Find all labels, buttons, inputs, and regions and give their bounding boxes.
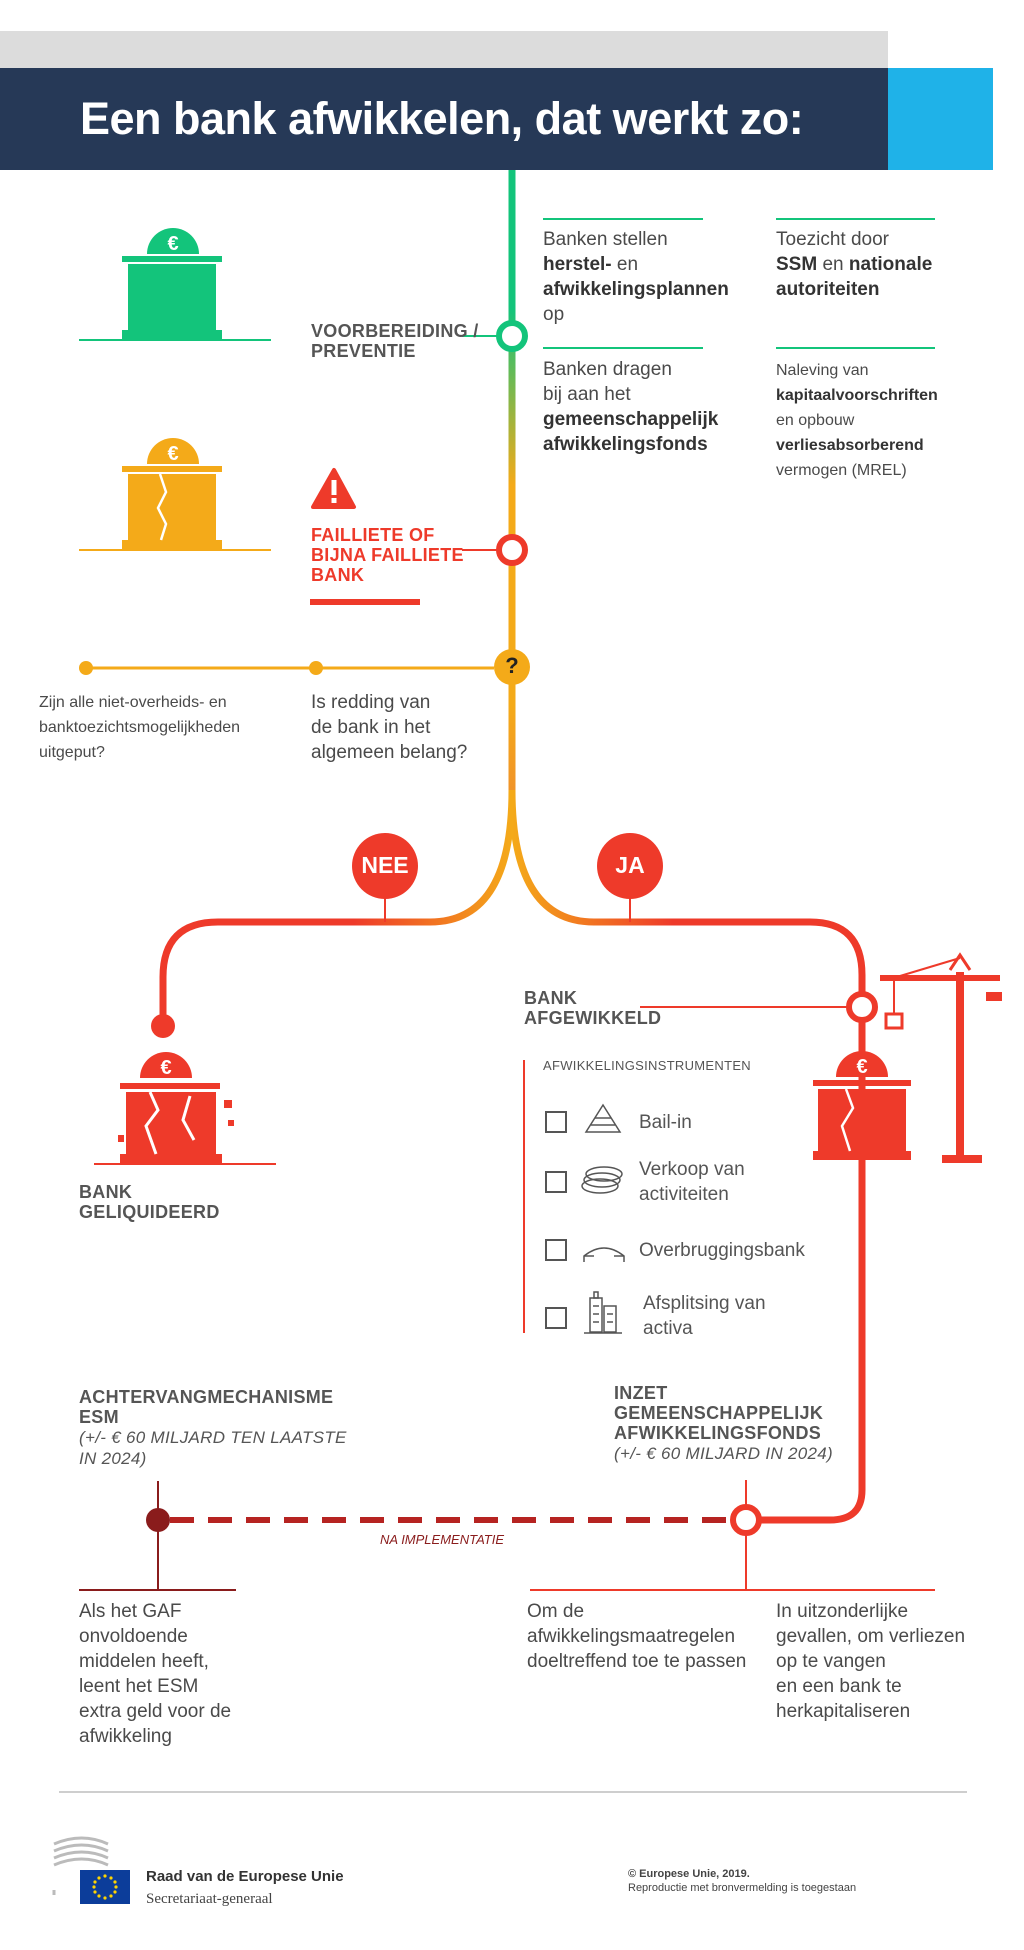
- instruments-heading: AFWIKKELINGSINSTRUMENTEN: [543, 1058, 751, 1073]
- preventie-node: [496, 320, 528, 352]
- capital-requirements-text: Naleving van kapitaalvoorschriften en op…: [776, 362, 938, 479]
- question-node: [494, 649, 530, 685]
- warning-icon: [311, 468, 356, 509]
- footer-note: Reproductie met bronvermelding is toeges…: [628, 1882, 857, 1894]
- implementation-label: NA IMPLEMENTATIE: [380, 1532, 504, 1547]
- title-banner: [0, 68, 888, 170]
- svg-text:€: €: [856, 1056, 867, 1078]
- title-accent-block: [888, 68, 993, 170]
- question-mark: ?: [505, 653, 519, 678]
- supervision-text: Toezicht door SSM en nationale autoritei…: [776, 229, 933, 300]
- nee-badge: [352, 833, 418, 899]
- failing-node: [496, 534, 528, 566]
- svg-text:€: €: [167, 233, 178, 255]
- eu-council-logo: [52, 1836, 130, 1904]
- bank-building-broken-icon: €: [94, 1052, 276, 1165]
- page-title: Een bank afwikkelen, dat werkt zo:: [80, 93, 804, 144]
- coins-icon: [581, 1166, 623, 1194]
- branch-left-line: [159, 789, 516, 1018]
- bridge-icon: [583, 1247, 625, 1262]
- bank-building-green-icon: €: [79, 228, 271, 341]
- footer-sub: Secretariaat-generaal: [146, 1891, 273, 1907]
- ja-label: JA: [615, 852, 645, 878]
- branch-right-line: [508, 789, 866, 1524]
- esm-node: [146, 1508, 170, 1532]
- pyramid-icon: [584, 1103, 622, 1133]
- preventie-label: VOORBEREIDING /PREVENTIE: [311, 321, 479, 361]
- fund-node: [730, 1504, 762, 1536]
- instrument-bail-in: Bail-in: [639, 1112, 692, 1133]
- title-band-grey: [0, 31, 888, 69]
- svg-text:€: €: [167, 443, 178, 465]
- ja-badge: [597, 833, 663, 899]
- resolved-node: [846, 991, 878, 1023]
- footer-org: Raad van de Europese Unie: [146, 1868, 344, 1885]
- footer-copyright: © Europese Unie, 2019.: [628, 1868, 750, 1880]
- svg-text:€: €: [160, 1057, 171, 1079]
- instrument-bridge-bank: Overbruggingsbank: [639, 1240, 805, 1261]
- preventie-fund-text: Banken dragen bij aan het gemeenschappel…: [543, 359, 719, 455]
- buildings-icon: [584, 1291, 622, 1334]
- preventie-plans-text: Banken stellen herstel- en afwikkelingsp…: [543, 229, 729, 325]
- bank-building-crane-icon: €: [813, 952, 1002, 1163]
- nee-label: NEE: [361, 852, 409, 878]
- bank-building-yellow-icon: €: [79, 438, 271, 551]
